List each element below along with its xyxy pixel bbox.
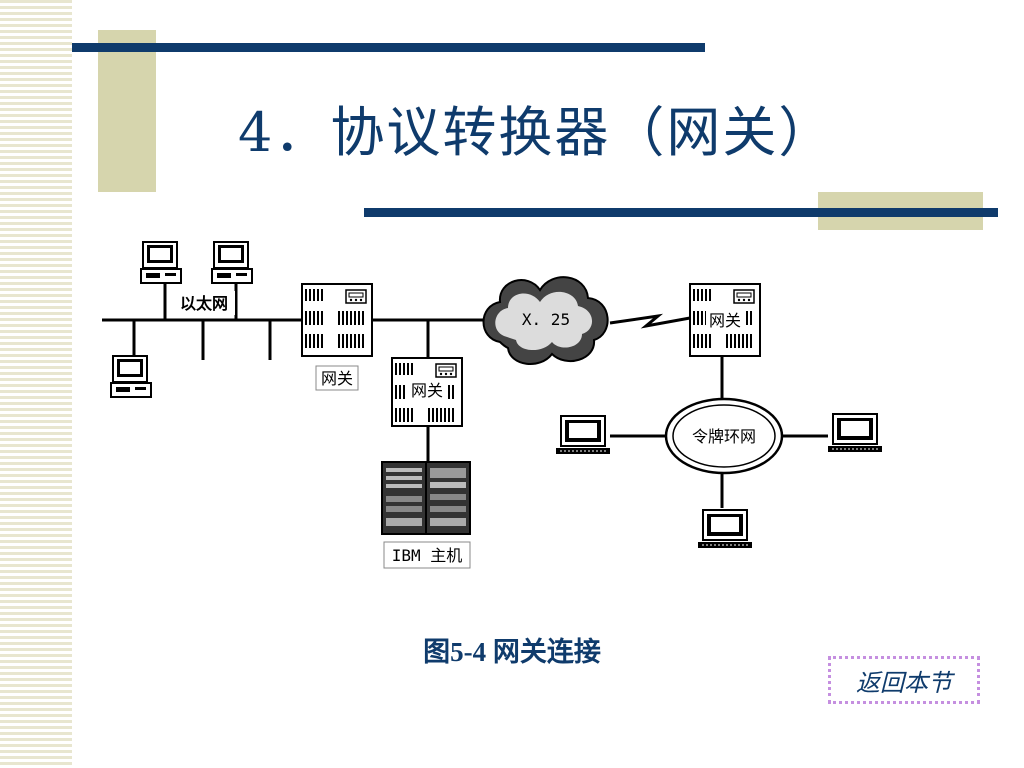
- ibm-host-icon: [381, 461, 471, 535]
- gateway-mid: [391, 357, 463, 427]
- x25-label: X. 25: [522, 310, 570, 329]
- ethernet-label-bg: [173, 291, 235, 315]
- bottom-title-rule: [364, 208, 998, 217]
- ring-terminal-left: [555, 415, 611, 455]
- ethernet-pc-2: [211, 241, 253, 284]
- gateway-left: [301, 283, 373, 357]
- ethernet-pc-3: [110, 355, 152, 398]
- gateway-left-label-box: [315, 365, 359, 391]
- ibm-host-label: IBM 主机: [392, 546, 463, 565]
- x25-lightning-link: [609, 313, 691, 329]
- gateway-left-label: 网关: [321, 369, 353, 388]
- gateway-right-label: 网关: [709, 311, 741, 330]
- ethernet-pc-1: [140, 241, 182, 284]
- striped-side-decoration: [0, 0, 72, 768]
- back-to-section-link[interactable]: 返回本节: [828, 656, 980, 704]
- token-ring-inner: [672, 404, 776, 468]
- slide-title: 4．协议转换器（网关）: [238, 101, 835, 164]
- title-accent-block: [98, 30, 156, 192]
- token-ring-label: 令牌环网: [692, 427, 756, 446]
- ring-terminal-bottom: [697, 509, 753, 549]
- top-title-rule: [72, 43, 705, 52]
- ibm-host-label-box: [383, 541, 471, 569]
- ring-terminal-right: [827, 413, 883, 453]
- ethernet-label: 以太网: [180, 294, 228, 313]
- figure-caption: 图5-4 网关连接: [423, 637, 601, 667]
- gateway-right: [689, 283, 761, 357]
- x25-cloud: [482, 276, 609, 366]
- gateway-mid-label: 网关: [411, 381, 443, 400]
